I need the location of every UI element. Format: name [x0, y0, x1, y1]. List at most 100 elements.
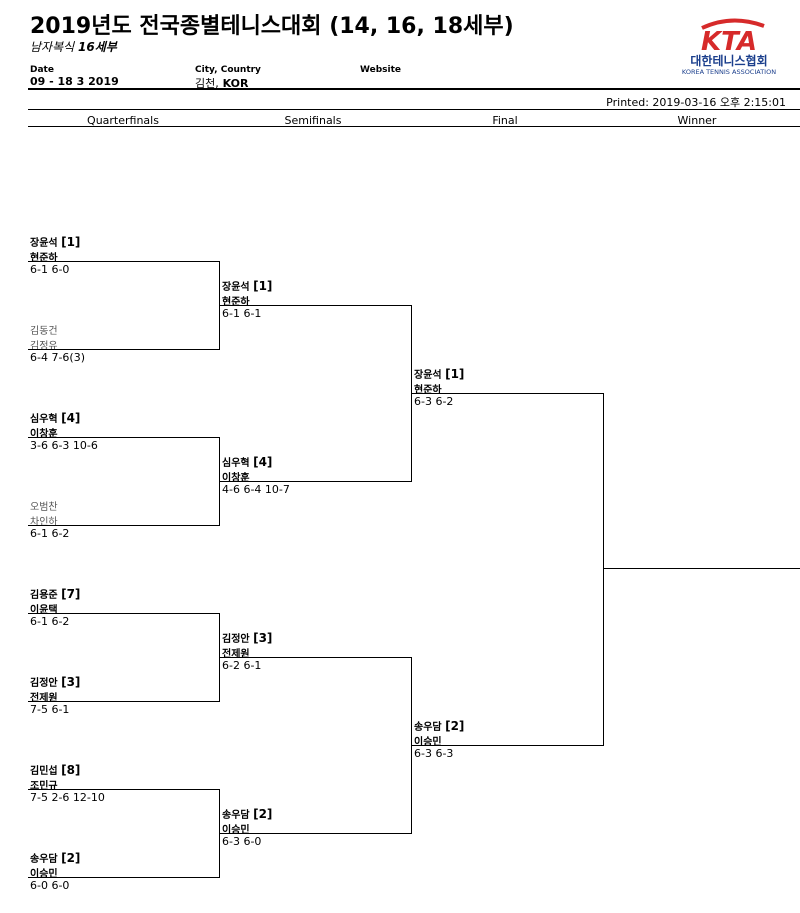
bracket-entry-player2: 이창훈 — [222, 473, 250, 484]
match-score: 7-5 6-1 — [30, 703, 70, 716]
round-header-quarterfinals: Quarterfinals — [87, 114, 159, 127]
match-score: 6-1 6-2 — [30, 615, 70, 628]
bracket-entry-player1: 장윤석 [1] — [222, 279, 273, 293]
bracket-line — [28, 349, 219, 350]
date-value: 09 - 18 3 2019 — [30, 75, 119, 88]
bracket-line — [220, 833, 411, 834]
bracket-entry-player2: 조민규 — [30, 781, 58, 792]
seed-badge: [3] — [253, 631, 273, 645]
bracket-entry-player1: 김정안 [3] — [222, 631, 273, 645]
match-score: 6-0 6-0 — [30, 879, 70, 892]
event-age-group: 16세부 — [78, 40, 117, 54]
seed-badge: [8] — [61, 763, 81, 777]
match-score: 6-2 6-1 — [222, 659, 262, 672]
seed-badge: [2] — [253, 807, 273, 821]
bracket-line — [412, 393, 603, 394]
seed-badge: [1] — [445, 367, 465, 381]
match-score: 4-6 6-4 10-7 — [222, 483, 290, 496]
bracket-line — [412, 745, 603, 746]
match-score: 6-3 6-3 — [414, 747, 454, 760]
seed-badge: [3] — [61, 675, 81, 689]
bracket-entry-player2: 이승민 — [222, 825, 250, 836]
event-subtitle: 남자복식 16세부 — [30, 38, 117, 55]
bracket-entry-player1: 김정안 [3] — [30, 675, 81, 689]
kta-logo-english: KOREA TENNIS ASSOCIATION — [682, 68, 776, 76]
bracket-line — [220, 657, 411, 658]
kta-logo-korean: 대한테니스협회 — [690, 53, 767, 68]
bracket-connector — [411, 305, 412, 482]
bracket-line — [28, 701, 219, 702]
bracket-entry-player1: 장윤석 [1] — [414, 367, 465, 381]
tournament-title: 2019년도 전국종별테니스대회 (14, 16, 18세부) — [30, 14, 514, 39]
bracket-entry-player2: 전제원 — [222, 649, 250, 660]
bracket-entry-player1: 오범찬 — [30, 502, 58, 513]
bracket-entry-player1: 김민섭 [8] — [30, 763, 81, 777]
seed-badge: [4] — [253, 455, 273, 469]
bracket-line — [220, 481, 411, 482]
kta-logo-letters: KTA — [701, 27, 757, 57]
seed-badge: [1] — [253, 279, 273, 293]
match-score: 6-3 6-2 — [414, 395, 454, 408]
bracket-line — [220, 305, 411, 306]
seed-badge: [2] — [445, 719, 465, 733]
bracket-line — [28, 525, 219, 526]
bracket-entry-player1: 김용준 [7] — [30, 587, 81, 601]
bracket-entry-player2: 김정유 — [30, 341, 58, 352]
city-name: 김천, — [195, 77, 219, 90]
seed-badge: [1] — [61, 235, 81, 249]
bracket-connector — [603, 393, 604, 746]
bracket-entry-player2: 전제원 — [30, 693, 58, 704]
bracket-entry-player1: 심우혁 [4] — [222, 455, 273, 469]
bracket-entry-player1: 송우담 [2] — [414, 719, 465, 733]
match-score: 6-1 6-2 — [30, 527, 70, 540]
round-header-final: Final — [492, 114, 518, 127]
printed-rule — [28, 109, 800, 110]
city-value: 김천, KOR — [195, 75, 248, 91]
date-label: Date — [30, 65, 54, 75]
bracket-entry-player2: 이윤택 — [30, 605, 58, 616]
bracket-line — [28, 437, 219, 438]
bracket-entry-player1: 송우담 [2] — [30, 851, 81, 865]
rounds-rule — [28, 126, 800, 127]
header-rule — [28, 88, 800, 90]
bracket-line — [28, 613, 219, 614]
event-type: 남자복식 — [30, 40, 75, 54]
website-label: Website — [360, 65, 402, 75]
bracket-connector — [219, 437, 220, 526]
match-score: 6-1 6-1 — [222, 307, 262, 320]
bracket-entry-player1: 장윤석 [1] — [30, 235, 81, 249]
bracket-entry-player2: 현준하 — [414, 385, 442, 396]
bracket-entry-player2: 이승민 — [30, 869, 58, 880]
bracket-connector — [411, 657, 412, 834]
bracket-entry-player2: 현준하 — [222, 297, 250, 308]
bracket-entry-player2: 이승민 — [414, 737, 442, 748]
bracket-connector — [219, 789, 220, 878]
bracket-line — [28, 877, 219, 878]
bracket-entry-player2: 차인하 — [30, 517, 58, 528]
seed-badge: [2] — [61, 851, 81, 865]
country-code: KOR — [222, 77, 249, 90]
kta-logo-graphic: KTA 대한테니스협회 KOREA TENNIS ASSOCIATION — [682, 18, 776, 76]
match-score: 3-6 6-3 10-6 — [30, 439, 98, 452]
round-header-winner: Winner — [677, 114, 717, 127]
kta-logo: KTA 대한테니스협회 KOREA TENNIS ASSOCIATION — [672, 14, 787, 76]
winner-line — [604, 568, 800, 569]
bracket-connector — [219, 613, 220, 702]
round-header-semifinals: Semifinals — [284, 114, 342, 127]
match-score: 6-4 7-6(3) — [30, 351, 86, 364]
bracket-entry-player1: 송우담 [2] — [222, 807, 273, 821]
match-score: 7-5 2-6 12-10 — [30, 791, 105, 804]
printed-timestamp: Printed: 2019-03-16 오후 2:15:01 — [606, 96, 786, 109]
seed-badge: [7] — [61, 587, 81, 601]
match-score: 6-3 6-0 — [222, 835, 262, 848]
bracket-connector — [219, 261, 220, 350]
bracket-entry-player2: 현준하 — [30, 253, 58, 264]
bracket-line — [28, 261, 219, 262]
seed-badge: [4] — [61, 411, 81, 425]
bracket-entry-player1: 김동건 — [30, 326, 58, 337]
bracket-entry-player2: 이창훈 — [30, 429, 58, 440]
bracket-line — [28, 789, 219, 790]
city-label: City, Country — [195, 65, 261, 75]
match-score: 6-1 6-0 — [30, 263, 70, 276]
bracket-entry-player1: 심우혁 [4] — [30, 411, 81, 425]
